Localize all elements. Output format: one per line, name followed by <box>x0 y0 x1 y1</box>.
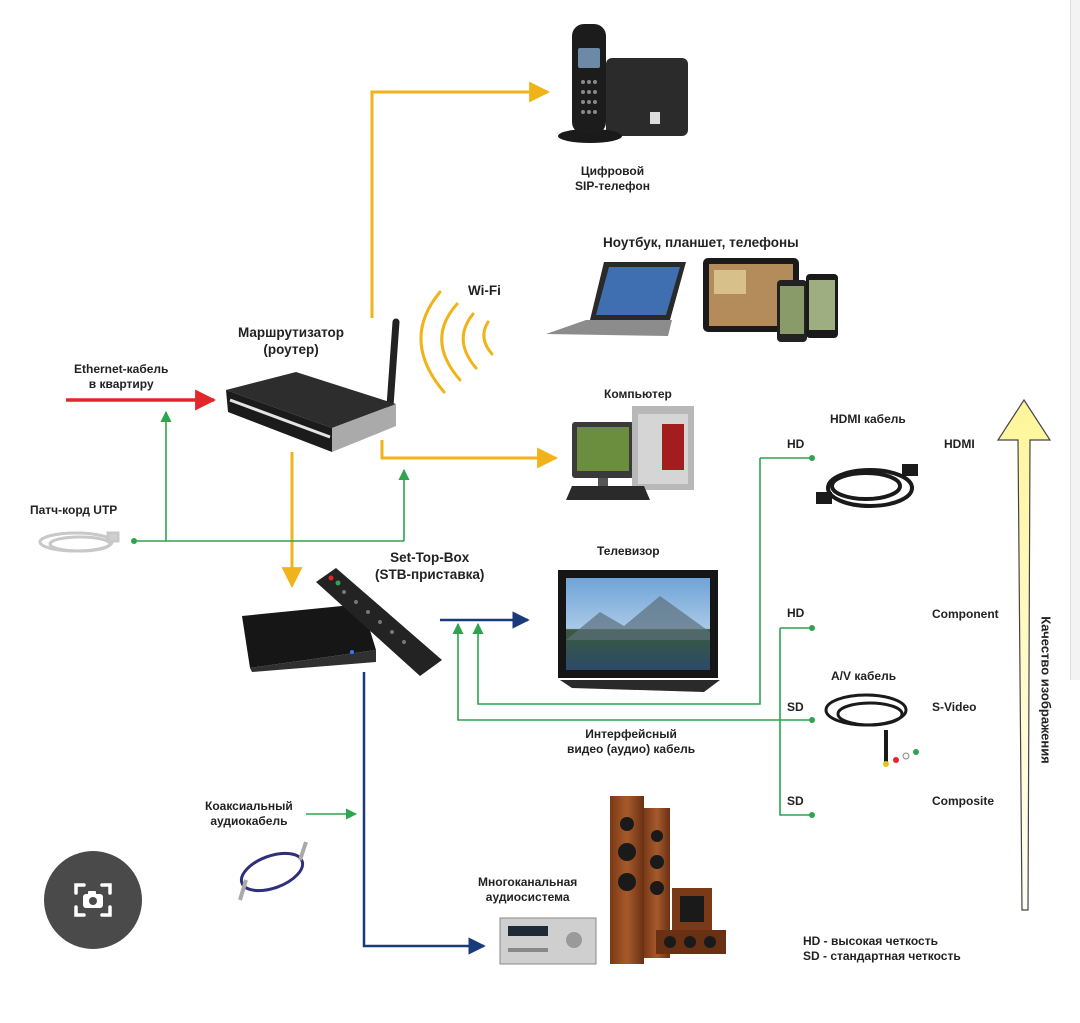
computer-label: Компьютер <box>604 387 672 401</box>
patch-cord-label: Патч-корд UTP <box>30 503 118 517</box>
composite-label: Composite <box>932 794 995 808</box>
receiver-icon <box>499 917 597 965</box>
scrollbar-edge[interactable] <box>1070 0 1080 680</box>
patch-cord-lines <box>134 410 812 820</box>
router-icon <box>226 318 400 452</box>
router-to-computer-line <box>380 440 559 469</box>
av-cable-label: A/V кабель <box>831 669 897 683</box>
stb-box-icon <box>242 604 376 672</box>
tv-icon <box>558 570 720 692</box>
desktop-computer-icon <box>566 406 694 500</box>
connection-dots <box>131 455 815 818</box>
wifi-waves-icon <box>419 290 494 394</box>
remote-control-icon <box>316 568 442 676</box>
hdmi-label: HDMI <box>944 437 975 451</box>
hd-tag-component: HD <box>787 606 805 620</box>
svideo-label: S-Video <box>932 700 977 714</box>
hd-tag-hdmi: HD <box>787 437 805 451</box>
coax-cable-icon <box>238 841 308 901</box>
wifi-label: Wi-Fi <box>468 283 501 298</box>
camera-lens-icon <box>74 883 112 917</box>
router-label: Маршрутизатор(роутер) <box>238 325 345 357</box>
component-label: Component <box>932 607 999 621</box>
av-cable-icon <box>824 693 919 767</box>
stb-signal-lines <box>362 611 530 955</box>
sip-phone-icon <box>558 24 688 143</box>
sd-tag-svideo: SD <box>787 700 804 714</box>
sd-tag-composite: SD <box>787 794 804 808</box>
speakers-icon <box>610 796 726 964</box>
tv-label: Телевизор <box>597 544 660 558</box>
smartphone-icon <box>777 274 838 342</box>
hdmi-cable-icon <box>816 464 918 508</box>
router-to-phone-line <box>370 81 551 318</box>
quality-arrow-icon <box>996 398 1052 911</box>
hdmi-cable-label: HDMI кабель <box>830 412 906 426</box>
laptop-icon <box>546 262 686 336</box>
router-links <box>281 81 559 589</box>
patch-cord-icon <box>38 531 120 553</box>
stb-label: Set-Top-Box(STB-приставка) <box>375 550 485 582</box>
tablet-icon <box>703 258 799 332</box>
quality-label: Качество изображения <box>1038 616 1054 764</box>
camera-lens-button[interactable] <box>44 851 142 949</box>
mobile-devices-label: Ноутбук, планшет, телефоны <box>603 235 799 250</box>
